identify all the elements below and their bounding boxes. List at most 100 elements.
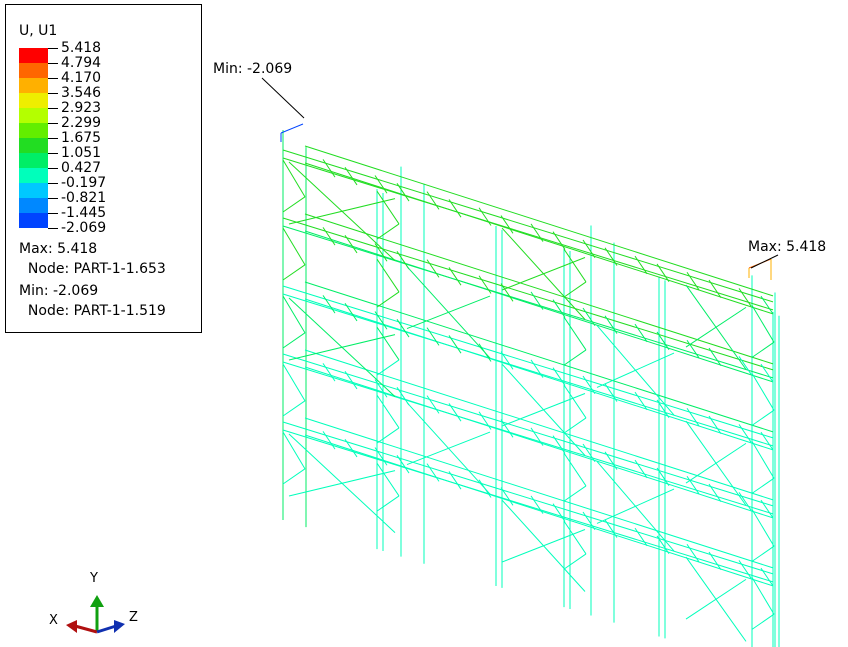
scaffold-member: [760, 363, 774, 383]
scaffold-member: [738, 424, 752, 443]
scaffold-member: [563, 349, 587, 366]
scaffold-member: [304, 417, 774, 569]
legend-min-node: Node: PART-1-1.519: [19, 303, 166, 319]
scaffold-member: [604, 247, 618, 266]
scaffold-member: [448, 335, 462, 354]
scaffold-member: [396, 251, 410, 270]
scaffold-member: [282, 157, 774, 311]
scaffold-member: [304, 366, 774, 519]
scaffold-member: [530, 427, 544, 446]
scaffold-member: [604, 383, 618, 402]
scaffold-member: [374, 243, 388, 262]
scaffold-member: [376, 427, 400, 444]
scaffold-member: [685, 442, 747, 484]
scaffold-member: [288, 334, 396, 361]
scaffold-member: [282, 400, 306, 417]
legend-tick: [48, 138, 58, 139]
scaffold-member: [563, 520, 587, 555]
scaffold-member: [374, 175, 388, 194]
scaffold-member: [406, 431, 491, 466]
legend-color-band: [19, 138, 48, 153]
legend-value: -2.069: [61, 220, 107, 236]
scaffold-member: [322, 159, 336, 178]
scaffold-member: [304, 349, 774, 501]
scaffold-member: [426, 463, 440, 482]
scaffold-member: [552, 503, 566, 522]
legend-tick: [48, 48, 58, 49]
legend-value: 1.051: [61, 145, 102, 161]
scaffold-member: [552, 299, 566, 318]
scaffold-member: [478, 411, 492, 430]
triad-x-arrowhead: [66, 620, 77, 633]
scaffold-member: [604, 315, 618, 334]
min-annotation-label: Min: -2.069: [213, 61, 293, 77]
scaffold-member: [406, 295, 491, 330]
scaffold-member: [282, 421, 774, 575]
scaffold-member: [686, 475, 700, 495]
max-annotation-label: Max: 5.418: [748, 239, 827, 255]
scaffold-member: [288, 198, 396, 225]
scaffold-member: [501, 257, 586, 291]
scaffold-member: [478, 207, 492, 226]
scaffold-member: [582, 239, 596, 259]
scaffold-member: [500, 419, 514, 438]
legend-tick: [48, 213, 58, 214]
scaffold-member: [282, 159, 306, 198]
scaffold-member: [552, 435, 566, 454]
triad-z-axis: [96, 624, 117, 634]
legend-tick: [48, 153, 58, 154]
legend-value: -0.197: [61, 175, 107, 191]
axis-triad: [66, 595, 125, 634]
scaffold-member: [501, 393, 586, 427]
legend-value: 0.427: [61, 160, 102, 176]
annotation-leader: [261, 77, 305, 119]
legend-max-value: Max: 5.418: [19, 241, 98, 257]
scaffold-member: [304, 298, 774, 451]
scaffold-member: [685, 578, 747, 620]
scaffold-member: [376, 223, 400, 240]
scaffold-member: [760, 295, 774, 315]
scaffold-member: [552, 367, 566, 386]
legend-value: 4.170: [61, 70, 102, 86]
scaffold-member: [563, 485, 587, 502]
scaffold-member: [738, 492, 752, 511]
scaffold-member: [751, 441, 775, 479]
scaffold-member: [304, 213, 774, 365]
scaffold-member: [374, 379, 388, 398]
scaffold-member: [634, 391, 648, 411]
scaffold-member: [751, 545, 775, 562]
scaffold-member: [751, 341, 775, 358]
scaffold-member: [500, 283, 514, 302]
legend-title: U, U1: [19, 23, 58, 39]
scaffold-member: [686, 543, 700, 563]
scaffold-member: [376, 291, 400, 308]
scaffold-member: [426, 327, 440, 346]
legend-value: 2.299: [61, 115, 102, 131]
scaffold-member: [376, 495, 400, 512]
scaffold-member: [530, 495, 544, 514]
scaffold-member: [322, 295, 336, 314]
scaffold-member: [500, 215, 514, 234]
legend-color-band: [19, 153, 48, 168]
scaffold-member: [563, 248, 587, 283]
legend-tick: [48, 168, 58, 169]
scaffold-member: [322, 431, 336, 450]
scaffold-member: [634, 323, 648, 343]
scaffold-member: [751, 509, 775, 547]
scaffold-member: [478, 275, 492, 294]
scaffold-member: [552, 231, 566, 250]
legend-tick: [48, 198, 58, 199]
scaffold-member: [563, 281, 587, 298]
scaffold-mesh: [280, 123, 780, 647]
scaffold-member: [563, 384, 587, 419]
legend-color-band: [19, 168, 48, 183]
scaffold-member: [344, 166, 358, 186]
scaffold-member: [738, 560, 752, 579]
legend-value: 3.546: [61, 85, 102, 101]
scaffold-member: [344, 302, 358, 322]
scaffold-member: [708, 347, 722, 367]
scaffold-member: [582, 443, 596, 463]
scaffold-member: [751, 305, 775, 343]
scaffold-member: [563, 316, 587, 351]
